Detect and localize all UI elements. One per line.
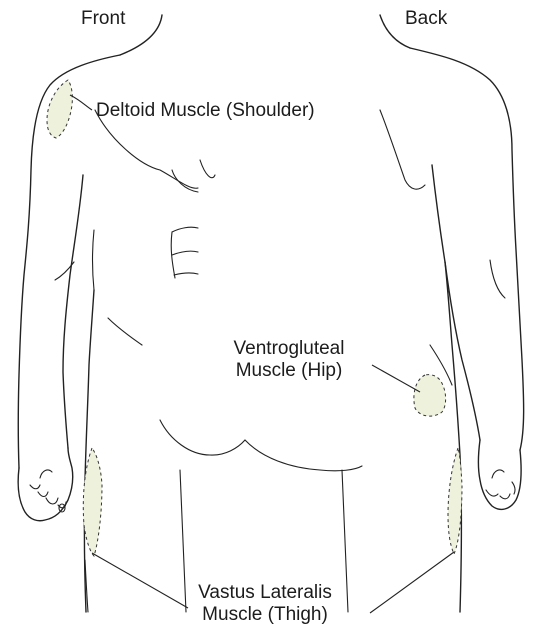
deltoid-site bbox=[47, 80, 72, 138]
abs-2 bbox=[172, 251, 198, 255]
left-armpit-line bbox=[93, 230, 95, 290]
vastus-site-right bbox=[448, 448, 462, 554]
back-label: Back bbox=[405, 8, 447, 30]
ventrogluteal-leader bbox=[372, 365, 420, 392]
injection-sites bbox=[47, 80, 462, 556]
vastus-leader-right bbox=[370, 552, 454, 613]
deltoid-label: Deltoid Muscle (Shoulder) bbox=[96, 100, 315, 122]
left-hand-fingers bbox=[30, 470, 66, 508]
groin-line bbox=[160, 420, 245, 455]
chest-center bbox=[200, 160, 215, 178]
vastus-label: Vastus Lateralis Muscle (Thigh) bbox=[170, 582, 360, 626]
vastus-label-line1: Vastus Lateralis bbox=[170, 582, 360, 604]
front-label: Front bbox=[81, 8, 125, 30]
right-hand-fingers bbox=[486, 470, 515, 499]
right-elbow-line bbox=[490, 260, 505, 298]
ventrogluteal-label: Ventrogluteal Muscle (Hip) bbox=[205, 338, 373, 382]
abs-1 bbox=[172, 227, 198, 232]
ventrogluteal-label-line2: Muscle (Hip) bbox=[205, 360, 373, 382]
ventrogluteal-label-line1: Ventrogluteal bbox=[205, 338, 373, 360]
buttock-line bbox=[245, 440, 362, 471]
right-back-upper bbox=[380, 110, 425, 189]
deltoid-leader bbox=[70, 95, 92, 110]
chest-fold-left bbox=[172, 170, 198, 192]
right-hand bbox=[479, 440, 522, 509]
left-arm-inner bbox=[63, 175, 83, 448]
ventrogluteal-site bbox=[414, 375, 446, 416]
abs-3 bbox=[174, 273, 198, 275]
neck-left bbox=[120, 15, 162, 55]
vastus-label-line2: Muscle (Thigh) bbox=[170, 604, 360, 626]
hip-line-left bbox=[108, 318, 142, 345]
